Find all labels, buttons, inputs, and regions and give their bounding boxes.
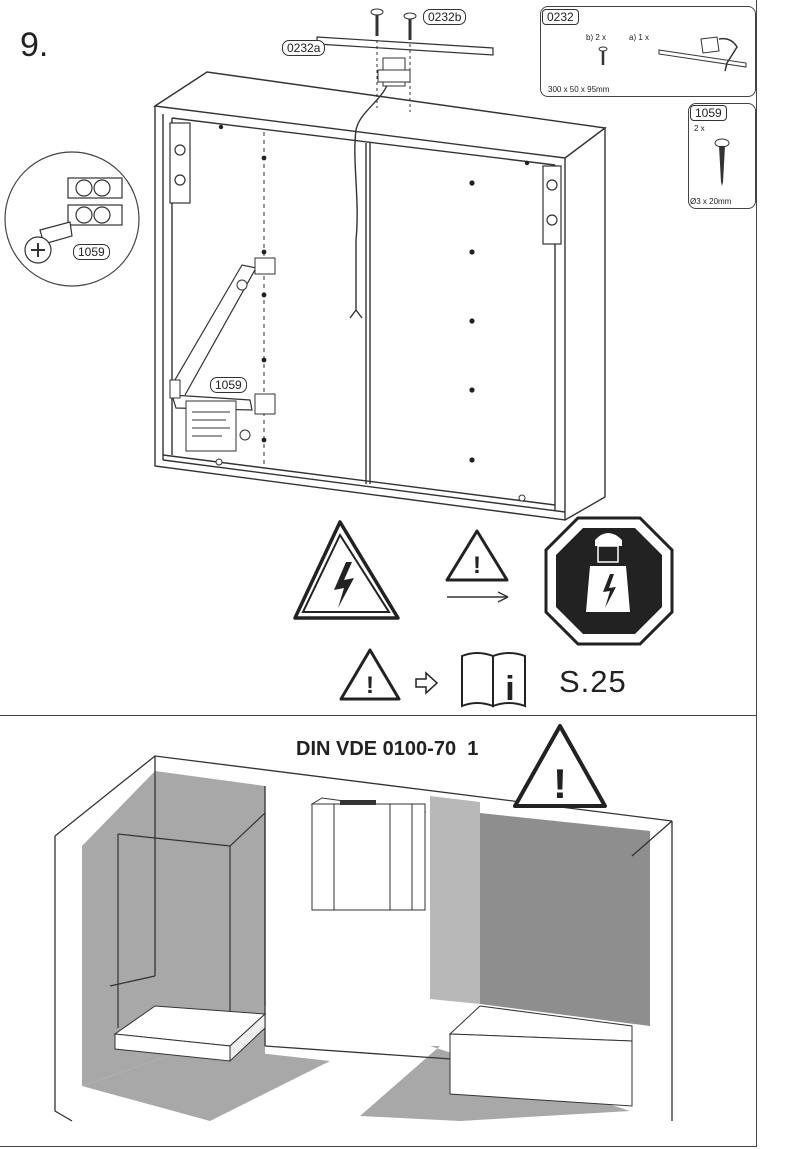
standard-suffix: 1 [467, 738, 479, 760]
svg-text:!: ! [366, 672, 374, 699]
manual-page-reference: S.25 [559, 664, 627, 699]
svg-text:!: ! [553, 760, 567, 807]
step-number: 9. [20, 26, 49, 64]
detail-size: Ø3 x 20mm [690, 197, 732, 206]
top-panel [756, 0, 757, 715]
standard-code: DIN VDE 0100-70 [296, 738, 457, 760]
detail-code: 1059 [690, 105, 727, 121]
lamp-bar-icon [598, 36, 747, 72]
bathroom-zones-illustration: ! [54, 724, 673, 1122]
detail-qty: 2 x [694, 124, 705, 133]
detail-code: 0232 [542, 9, 579, 25]
detail-item-b: b) 2 x [586, 33, 607, 42]
screw-icon [714, 138, 730, 186]
part-tag-bracket-a: 0232a [282, 40, 326, 56]
part-tag-bracket-b: 0232b [423, 9, 467, 25]
standard-reference: DIN VDE 0100-70 1 [296, 738, 478, 761]
bottom-panel [0, 715, 757, 1147]
detail-item-a: a) 1 x [629, 33, 650, 42]
svg-text:!: ! [473, 552, 481, 579]
part-tag-screw: 1059 [210, 377, 247, 393]
part-tag-screw-detail: 1059 [73, 244, 110, 260]
detail-box-0232: 0232 b) 2 x a) 1 x 300 x 50 x 95mm [540, 6, 756, 97]
cabinet-assembly-drawing: ! ! i [4, 8, 674, 708]
svg-text:i: i [505, 670, 514, 708]
detail-box-1059: 1059 2 x Ø3 x 20mm [688, 103, 756, 209]
detail-dimensions: 300 x 50 x 95mm [548, 85, 610, 94]
